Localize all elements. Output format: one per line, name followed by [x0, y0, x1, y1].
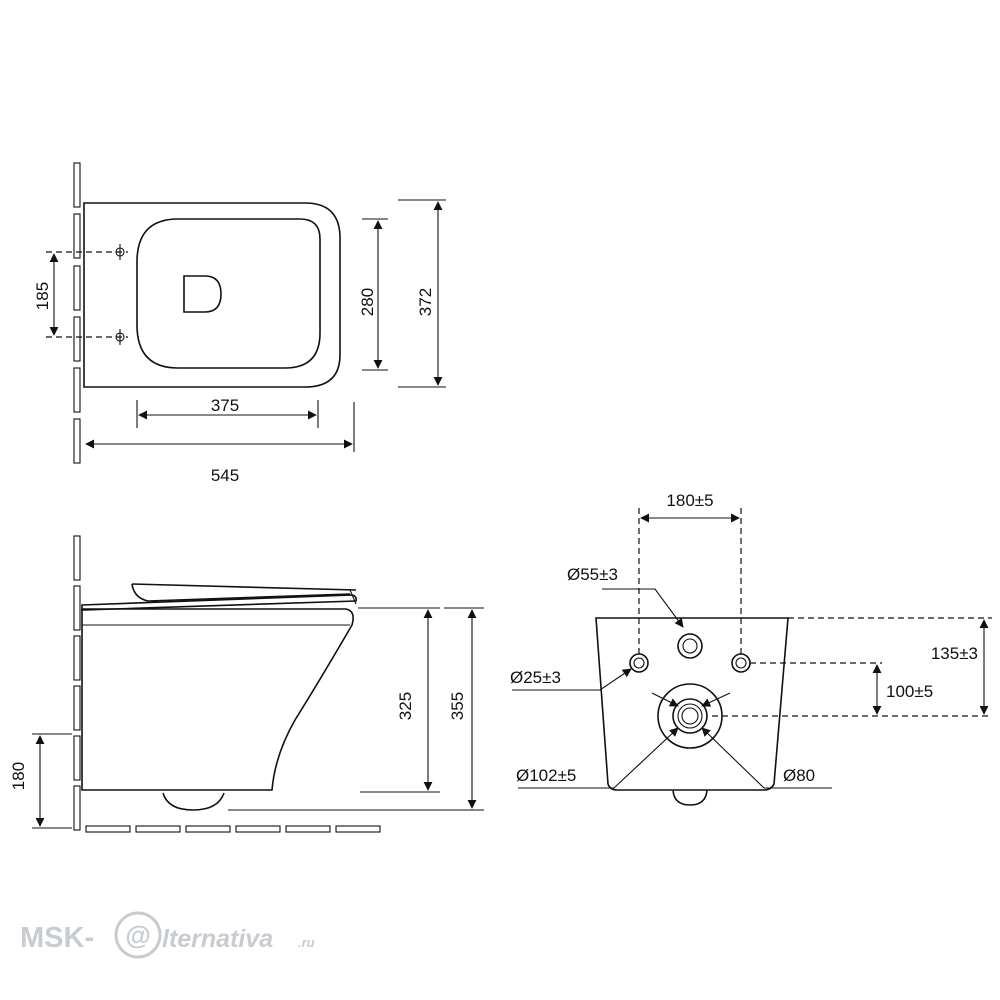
dim-total-height: 355 — [228, 607, 484, 811]
dim-height-100-label: 100±5 — [886, 682, 933, 701]
dim-height-135-label: 135±3 — [931, 644, 978, 663]
dim-inlet-spacing-label: 180±5 — [666, 491, 713, 510]
callout-fixing-hole-diameter-label: Ø25±3 — [510, 668, 561, 687]
fixing-hole-right — [731, 653, 751, 673]
dim-outlet-height: 180 — [9, 733, 72, 829]
top-view: 185 280 372 375 545 — [33, 162, 446, 485]
dim-total-height-label: 355 — [448, 692, 467, 720]
watermark: MSK- @ lternativa .ru — [20, 911, 315, 959]
inlet-hole — [677, 633, 703, 659]
dim-bowl-width: 375 — [136, 396, 319, 428]
side-view: 325 355 180 — [9, 535, 484, 833]
fixing-bolts-top — [46, 244, 128, 345]
dim-total-width-label: 545 — [211, 466, 239, 485]
callout-inlet-diameter: Ø55±3 — [567, 565, 684, 628]
callout-inlet-diameter-label: Ø55±3 — [567, 565, 618, 584]
dim-total-width: 545 — [85, 402, 355, 485]
toilet-outline-top — [83, 202, 341, 388]
toilet-body-side — [81, 608, 354, 791]
dim-bowl-depth-label: 280 — [358, 288, 377, 316]
dim-body-height: 325 — [358, 607, 440, 793]
dim-body-height-label: 325 — [396, 692, 415, 720]
callout-fixing-hole-diameter: Ø25±3 — [510, 668, 632, 691]
callout-outlet-outer-diameter: Ø102±5 — [516, 692, 731, 789]
dim-outlet-height-label: 180 — [9, 762, 28, 790]
callout-outlet-inner-diameter: Ø80 — [701, 727, 832, 789]
floor-segments — [85, 825, 381, 833]
drain-outline-top — [183, 275, 222, 313]
dim-height-100: 100±5 — [750, 662, 933, 715]
callout-outlet-inner-diameter-label: Ø80 — [783, 766, 815, 785]
dim-bowl-width-label: 375 — [211, 396, 239, 415]
outlet-spigot-side — [162, 792, 225, 811]
dim-fixing-spacing: 185 — [33, 253, 59, 336]
watermark-suffix: lternativa — [162, 925, 273, 953]
watermark-at-glyph: @ — [125, 920, 150, 950]
rear-view: 180±5 Ø55±3 Ø25±3 135±3 100±5 Ø102±5 — [510, 491, 992, 806]
bowl-outline-top — [136, 218, 321, 369]
dim-inlet-spacing: 180±5 — [638, 491, 742, 654]
dim-outer-depth-label: 372 — [416, 288, 435, 316]
outlet-spigot-rear — [672, 789, 708, 806]
wall-segments-side — [73, 535, 81, 831]
dim-bowl-depth: 280 — [358, 218, 388, 371]
fixing-hole-left — [629, 653, 649, 673]
seat-lid-side — [81, 583, 357, 611]
watermark-prefix: MSK- — [20, 922, 94, 954]
callout-outlet-outer-diameter-label: Ø102±5 — [516, 766, 576, 785]
dim-fixing-spacing-label: 185 — [33, 282, 52, 310]
dim-height-135: 135±3 — [712, 617, 992, 717]
dim-outer-depth: 372 — [398, 199, 446, 388]
toilet-body-rear — [595, 617, 789, 791]
watermark-domain: .ru — [298, 935, 315, 950]
watermark-at-ring — [114, 911, 162, 959]
wall-segments-top — [73, 162, 81, 464]
